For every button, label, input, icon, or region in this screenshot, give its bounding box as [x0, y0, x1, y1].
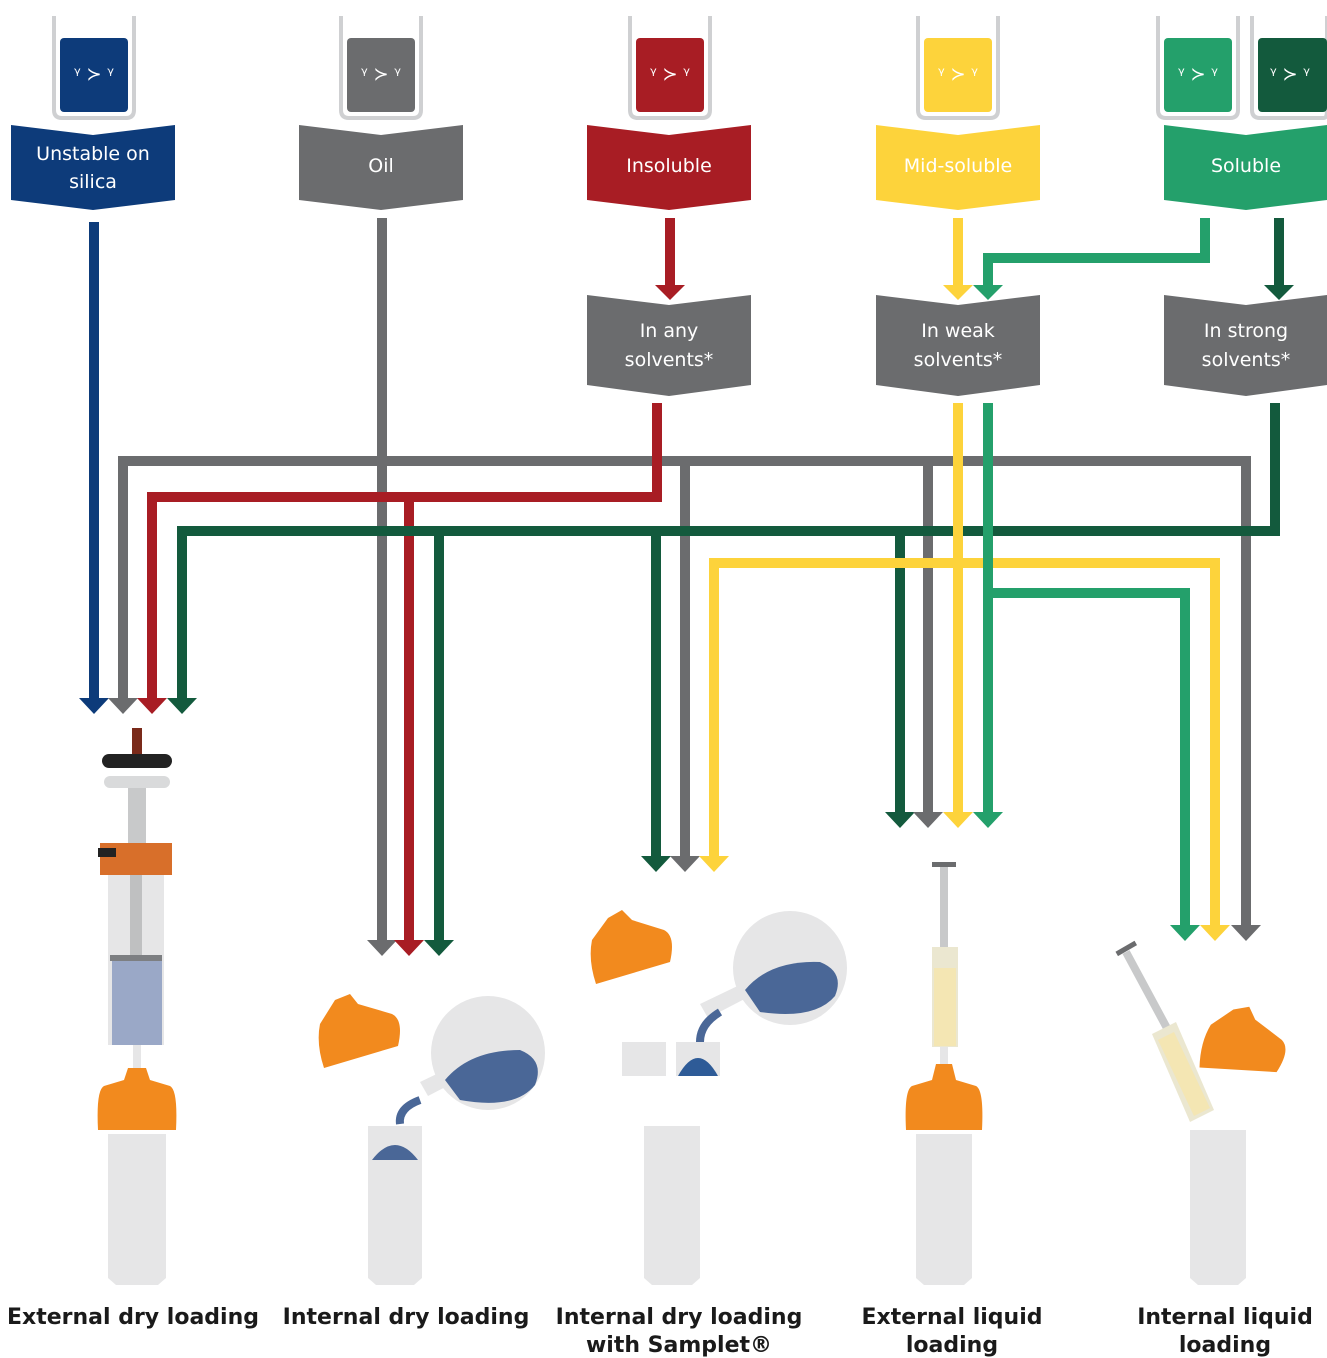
flow-soluble-to-weak-solvents [983, 218, 1210, 285]
beaker-soluble-light: ᵞ ≻ ᵞ [1156, 16, 1240, 120]
flow-yellow-branch [709, 558, 1220, 925]
flow-strong-solvents-darkgreen [177, 403, 1280, 698]
beaker-midsoluble: ᵞ ≻ ᵞ [916, 16, 1000, 120]
solvent-any: In any solvents* [587, 295, 751, 396]
solvent-label-line1: In weak [921, 320, 995, 342]
samplet-loading-illustration [590, 910, 847, 1285]
category-label-line1: Unstable on [36, 143, 150, 165]
svg-text:ᵞ ≻ ᵞ: ᵞ ≻ ᵞ [1178, 64, 1218, 85]
category-label: Oil [368, 155, 394, 177]
category-insoluble: Insoluble [587, 125, 751, 210]
method-samplet: Internal dry loading with Samplet® [556, 1305, 803, 1358]
internal-dry-loading-illustration [318, 994, 545, 1285]
category-label: Mid-soluble [904, 155, 1012, 177]
category-unstable: Unstable on silica [11, 125, 175, 210]
solvent-label-line2: solvents* [914, 349, 1003, 371]
solvent-label-line1: In any [640, 320, 699, 342]
method-external-liquid: External liquid loading [862, 1305, 1043, 1358]
flow-green-to-internal-liquid [988, 588, 1190, 925]
method-internal-dry: Internal dry loading [283, 1305, 530, 1330]
external-dry-loading-illustration [97, 728, 177, 1285]
method-label-line1: Internal liquid [1137, 1305, 1313, 1330]
internal-liquid-loading-illustration [1115, 940, 1286, 1285]
solvent-label-line2: solvents* [625, 349, 714, 371]
svg-text:ᵞ ≻ ᵞ: ᵞ ≻ ᵞ [1270, 64, 1310, 85]
method-external-dry: External dry loading [7, 1305, 259, 1330]
beaker-unstable: ᵞ ≻ ᵞ [52, 16, 136, 120]
category-label-line2: silica [69, 171, 117, 193]
svg-text:ᵞ ≻ ᵞ: ᵞ ≻ ᵞ [938, 64, 978, 85]
category-soluble: Soluble [1164, 125, 1327, 210]
beaker-insoluble: ᵞ ≻ ᵞ [628, 16, 712, 120]
method-label-line2: with Samplet® [586, 1333, 772, 1358]
solvent-label-line2: solvents* [1202, 349, 1291, 371]
method-label-line2: loading [906, 1333, 998, 1358]
svg-text:ᵞ ≻ ᵞ: ᵞ ≻ ᵞ [361, 64, 401, 85]
method-label: External dry loading [7, 1305, 259, 1330]
method-label-line2: loading [1179, 1333, 1271, 1358]
solvent-label-line1: In strong [1204, 320, 1288, 342]
method-label-line1: External liquid [862, 1305, 1043, 1330]
category-label: Insoluble [626, 155, 712, 177]
method-label: Internal dry loading [283, 1305, 530, 1330]
solvent-strong: In strong solvents* [1164, 295, 1327, 396]
arrowheads [79, 285, 1294, 956]
category-midsoluble: Mid-soluble [876, 125, 1040, 210]
solvent-weak: In weak solvents* [876, 295, 1040, 396]
beaker-oil: ᵞ ≻ ᵞ [339, 16, 423, 120]
category-label: Soluble [1211, 155, 1281, 177]
category-oil: Oil [299, 125, 463, 210]
svg-text:ᵞ ≻ ᵞ: ᵞ ≻ ᵞ [650, 64, 690, 85]
svg-text:ᵞ ≻ ᵞ: ᵞ ≻ ᵞ [74, 64, 114, 85]
external-liquid-loading-illustration [905, 862, 983, 1285]
method-internal-liquid: Internal liquid loading [1137, 1305, 1313, 1358]
beaker-soluble-dark: ᵞ ≻ ᵞ [1250, 16, 1327, 120]
method-label-line1: Internal dry loading [556, 1305, 803, 1330]
